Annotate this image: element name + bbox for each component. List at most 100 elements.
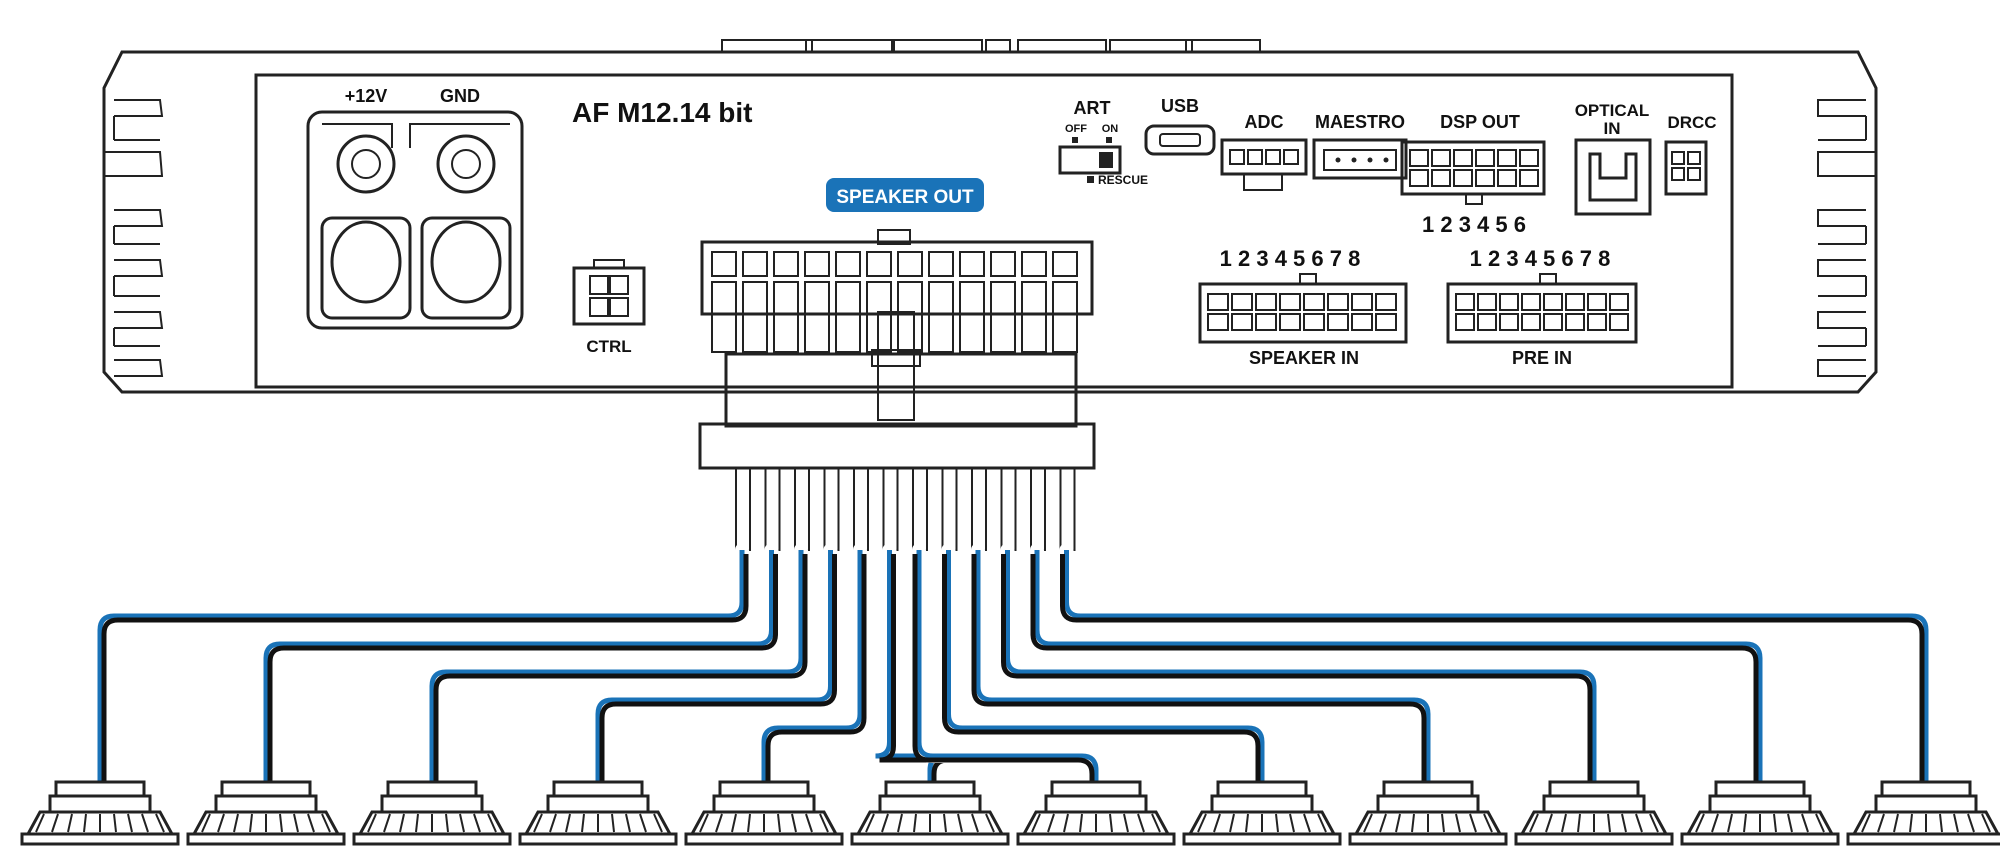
speaker-wire-positive	[916, 550, 1099, 782]
connector-pin	[1519, 149, 1539, 167]
maestro-label: MAESTRO	[1315, 112, 1405, 132]
speaker-out-pin-lead	[804, 281, 830, 353]
speaker-out-lead-stub	[1030, 467, 1046, 551]
heatsink-fins-left	[103, 99, 164, 377]
adc-label: ADC	[1245, 112, 1284, 132]
speaker-out-lead-stub	[882, 467, 899, 551]
speaker-wire-pair	[757, 543, 867, 789]
speaker-out-pin-lead	[711, 281, 737, 353]
dsp-out-channels: 1 2 3 4 5 6	[1422, 212, 1526, 237]
art-label: ART	[1074, 98, 1111, 118]
connector-pin	[1351, 293, 1373, 311]
connector-pin	[1231, 313, 1253, 331]
art-off-label: OFF	[1065, 123, 1087, 135]
speaker-out-pin	[1021, 251, 1047, 277]
speaker-icon	[352, 780, 512, 846]
connector-pin	[1609, 293, 1629, 311]
top-tabs	[721, 39, 1261, 53]
connector-pin	[1327, 313, 1349, 331]
speaker-out-pin	[835, 251, 861, 277]
drcc-connector: DRCC	[1664, 113, 1717, 196]
speaker-out-pin-lead	[1021, 281, 1047, 353]
speaker-out-pin-lead	[835, 281, 861, 353]
speaker-out-lead-stub	[794, 467, 810, 551]
speaker-out-pin-lead	[959, 281, 985, 353]
model-name: AF M12.14 bit	[572, 97, 752, 128]
connector-pin	[1351, 313, 1373, 331]
speaker-out-pin	[1052, 251, 1078, 277]
speaker-wire-negative	[599, 554, 837, 786]
speaker-wire-negative	[433, 554, 808, 786]
speaker-out-label: SPEAKER OUT	[836, 187, 974, 208]
speaker-wire-negative	[765, 554, 867, 786]
speaker-wire-negative	[942, 554, 1261, 786]
speaker-wire-positive	[875, 550, 945, 782]
speaker-wire-pair	[1000, 543, 1601, 789]
connector-pin	[1327, 293, 1349, 311]
connector-pin	[1521, 293, 1541, 311]
heatsink-fins-right	[1817, 99, 1876, 377]
speaker-out-pin-lead	[928, 281, 954, 353]
art-on-label: ON	[1102, 123, 1119, 135]
speaker-out-pin-lead	[897, 281, 923, 353]
connector-pin	[1453, 149, 1473, 167]
connector-pin	[1521, 313, 1541, 331]
connector-pin	[1587, 313, 1607, 331]
optical-in-label-line1: OPTICAL	[1575, 101, 1650, 120]
connector-pin	[1587, 293, 1607, 311]
speaker-wire-pair	[425, 543, 808, 789]
speaker-out-pin	[742, 251, 768, 277]
pre-in-connector: 1 2 3 4 5 6 7 8 PRE IN	[1446, 246, 1638, 368]
optical-in-port: OPTICAL IN	[1574, 101, 1652, 216]
connector-pin	[1455, 293, 1475, 311]
art-rescue-label: RESCUE	[1098, 173, 1148, 187]
speaker-wire-positive	[1034, 550, 1763, 782]
adc-connector: ADC	[1220, 112, 1308, 191]
connector-pin	[1497, 149, 1517, 167]
speaker-wire-pair	[875, 543, 949, 789]
speaker-out-pin	[990, 251, 1016, 277]
connector-pin	[1565, 313, 1585, 331]
speaker-out-pin	[866, 251, 892, 277]
connector-pin	[1565, 293, 1585, 311]
connector-pin	[1431, 149, 1451, 167]
maestro-connector: MAESTRO	[1312, 112, 1408, 180]
speaker-icon	[518, 780, 678, 846]
speaker-icon	[1514, 780, 1674, 846]
speaker-wire-pair	[93, 543, 749, 789]
speaker-in-label: SPEAKER IN	[1249, 348, 1359, 368]
speaker-wire-negative	[1060, 554, 1925, 786]
speaker-wire-pair	[1059, 543, 1933, 789]
art-switch: ART OFF ON RESCUE	[1058, 98, 1148, 187]
speaker-out-pin	[959, 251, 985, 277]
speaker-out-pin-lead	[990, 281, 1016, 353]
speaker-out-lead-stub	[764, 467, 781, 551]
connector-pin	[1255, 293, 1277, 311]
usb-port: USB	[1144, 96, 1216, 156]
connector-pin	[1475, 169, 1495, 187]
speaker-icon	[1680, 780, 1840, 846]
speaker-out-pin	[711, 251, 737, 277]
speaker-wire-pair	[971, 543, 1435, 789]
speaker-wire-positive	[263, 550, 774, 782]
power-terminal-block: +12V GND	[306, 86, 524, 330]
speaker-out-pin	[804, 251, 830, 277]
speaker-wire-positive	[1064, 550, 1929, 782]
connector-pin	[1543, 293, 1563, 311]
speaker-icon	[1182, 780, 1342, 846]
speaker-wire-negative	[1001, 554, 1593, 786]
optical-in-label-line2: IN	[1604, 119, 1621, 138]
speaker-wire-negative	[267, 554, 778, 786]
pre-in-label: PRE IN	[1512, 348, 1572, 368]
speaker-wires	[93, 543, 1933, 789]
plus12v-label: +12V	[345, 86, 388, 106]
dsp-out-label: DSP OUT	[1440, 112, 1520, 132]
connector-pin	[1499, 313, 1519, 331]
speaker-wire-positive	[1005, 550, 1597, 782]
speaker-out-connector: SPEAKER OUT	[698, 178, 1096, 551]
amplifier-housing	[102, 50, 1878, 394]
speaker-icon	[850, 780, 1010, 846]
speaker-out-pin-lead	[742, 281, 768, 353]
speaker-out-lead-stub	[1059, 467, 1076, 551]
speaker-out-pin-lead	[1052, 281, 1078, 353]
